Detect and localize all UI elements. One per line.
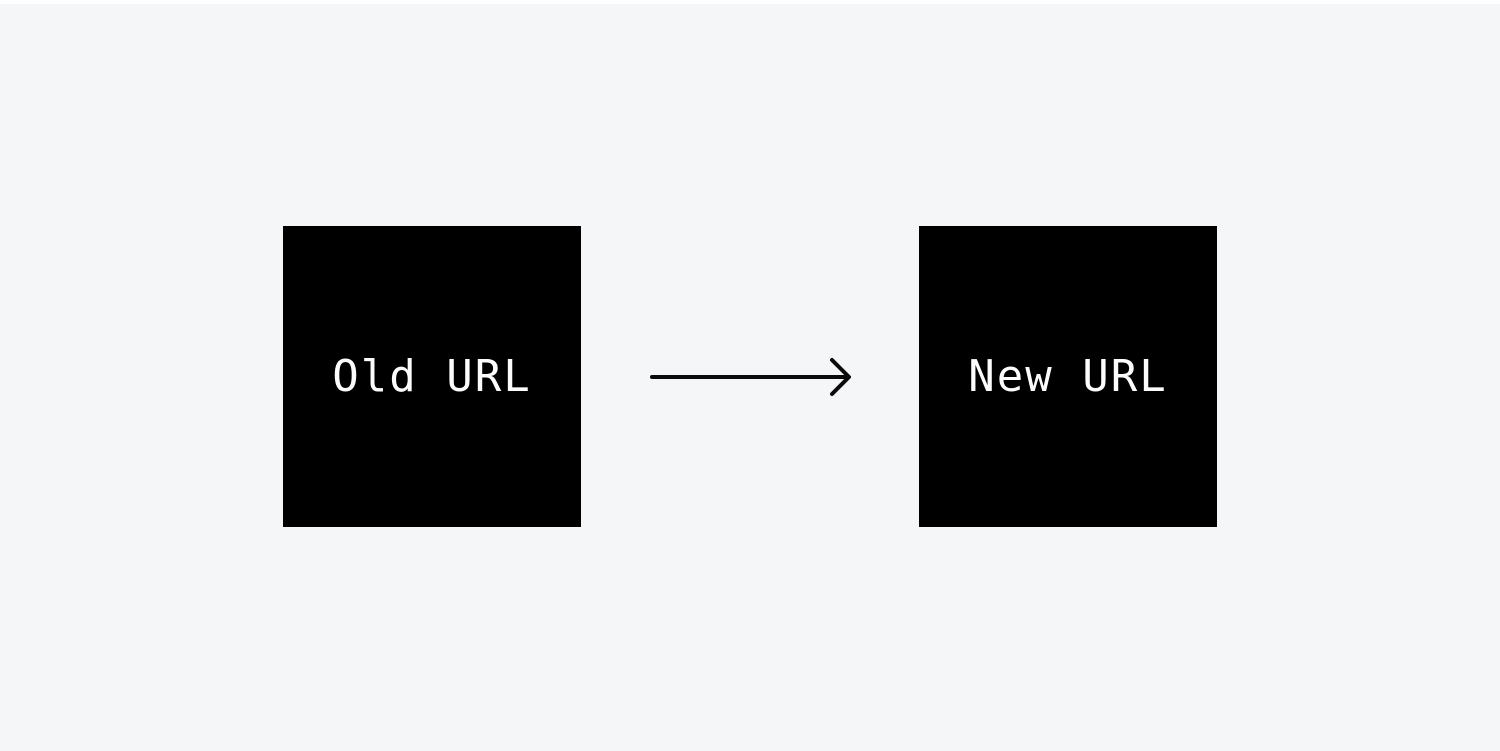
old-url-label: Old URL — [332, 351, 532, 402]
arrow-strokes — [650, 358, 851, 396]
old-url-node: Old URL — [283, 226, 581, 527]
top-edge-strip — [0, 0, 1500, 4]
new-url-node: New URL — [919, 226, 1217, 527]
new-url-label: New URL — [968, 351, 1168, 402]
right-arrow-icon — [650, 358, 851, 396]
